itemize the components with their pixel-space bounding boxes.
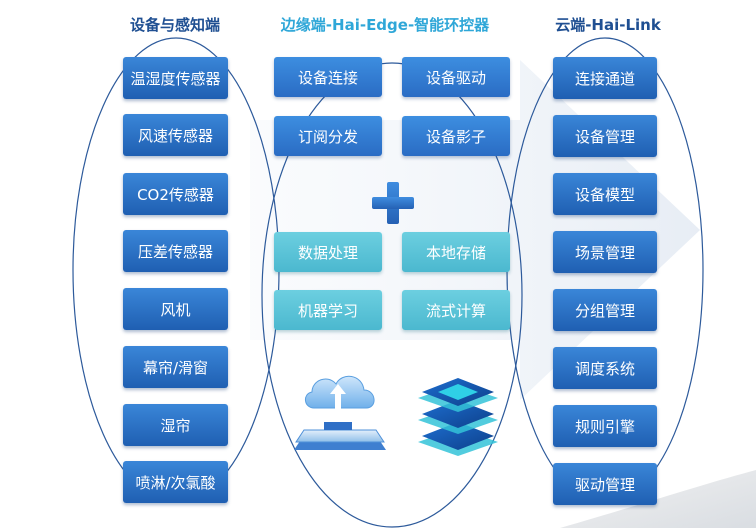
device-box: CO2传感器 <box>123 173 228 215</box>
device-box: 喷淋/次氯酸 <box>123 461 228 503</box>
edge-compute-box: 流式计算 <box>402 290 510 330</box>
chip-stack-icon <box>418 378 498 456</box>
device-box: 温湿度传感器 <box>123 57 228 99</box>
middle-group-circle <box>261 62 523 528</box>
edge-function-box: 订阅分发 <box>274 116 382 156</box>
cloud-upload-icon <box>294 375 386 450</box>
device-box: 风机 <box>123 288 228 330</box>
cloud-service-box: 设备模型 <box>553 173 657 215</box>
cloud-service-box: 调度系统 <box>553 347 657 389</box>
device-box: 风速传感器 <box>123 114 228 156</box>
device-column-title: 设备与感知端 <box>129 16 220 34</box>
edge-compute-box: 本地存储 <box>402 232 510 272</box>
corner-swoosh <box>560 470 756 528</box>
cloud-service-box: 规则引擎 <box>553 405 657 447</box>
device-box: 幕帘/滑窗 <box>123 346 228 388</box>
device-box: 压差传感器 <box>123 230 228 272</box>
device-box: 湿帘 <box>123 404 228 446</box>
plus-icon <box>372 182 414 224</box>
cloud-service-box: 场景管理 <box>553 231 657 273</box>
edge-function-box: 设备驱动 <box>402 57 510 97</box>
cloud-service-box: 连接通道 <box>553 57 657 99</box>
cloud-service-box: 设备管理 <box>553 115 657 157</box>
edge-column-title: 边缘端-Hai-Edge-智能环控器 <box>280 16 490 34</box>
cloud-service-box: 分组管理 <box>553 289 657 331</box>
edge-compute-box: 数据处理 <box>274 232 382 272</box>
edge-function-box: 设备连接 <box>274 57 382 97</box>
cloud-column-title: 云端-Hai-Link <box>555 16 661 34</box>
edge-function-box: 设备影子 <box>402 116 510 156</box>
cloud-service-box: 驱动管理 <box>553 463 657 505</box>
edge-compute-box: 机器学习 <box>274 290 382 330</box>
